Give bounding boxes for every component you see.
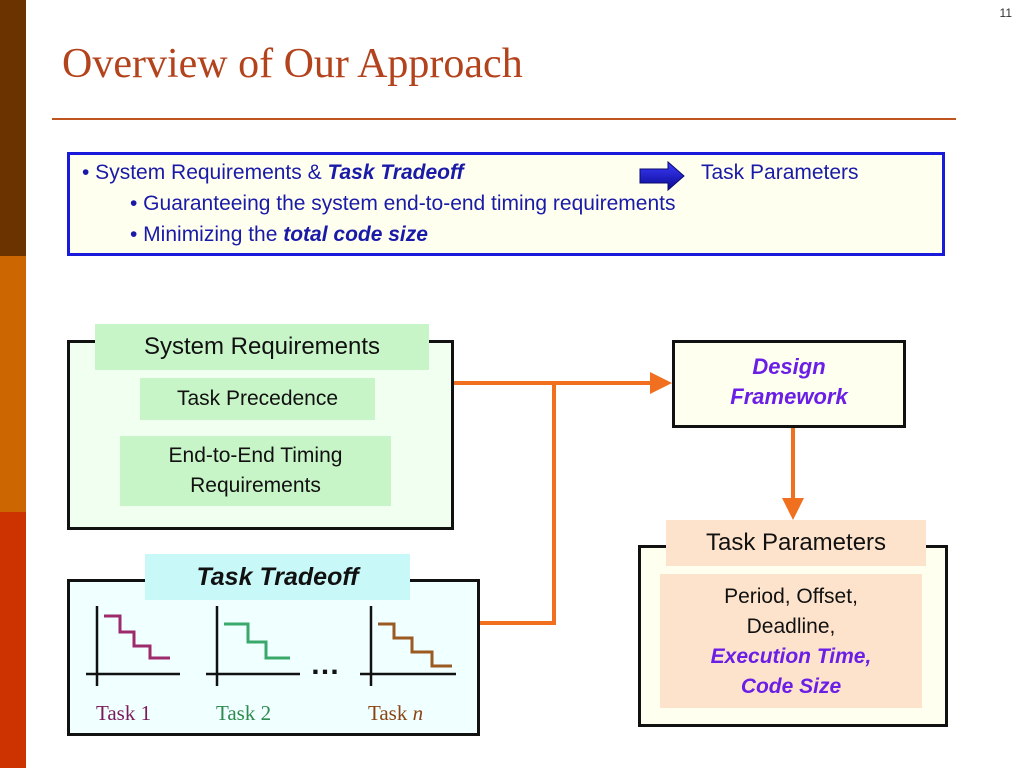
task-parameters-line3: Execution Time, bbox=[710, 645, 872, 668]
task-parameters-line2: Deadline, bbox=[746, 615, 836, 638]
decorative-bar-bottom bbox=[0, 512, 26, 768]
slide-title: Overview of Our Approach bbox=[62, 41, 523, 87]
task-parameters-line4: Code Size bbox=[740, 675, 842, 698]
summary-line-3-prefix: • Minimizing the bbox=[130, 223, 284, 246]
arrowhead-down bbox=[782, 498, 804, 520]
task-tradeoff-header: Task Tradeoff bbox=[145, 554, 410, 600]
task2-label: Task 2 bbox=[216, 701, 272, 725]
end-to-end-timing-item: End-to-End Timing Requirements bbox=[120, 436, 391, 506]
arrowhead-right bbox=[650, 372, 672, 394]
system-requirements-header: System Requirements bbox=[95, 324, 429, 370]
summary-line-2: • Guaranteeing the system end-to-end tim… bbox=[130, 192, 676, 215]
decorative-bar-middle bbox=[0, 256, 26, 512]
task-parameters-line1: Period, Offset, bbox=[724, 585, 858, 608]
end-to-end-timing-line2: Requirements bbox=[190, 474, 321, 497]
end-to-end-timing-line1: End-to-End Timing bbox=[168, 444, 343, 467]
summary-line-1: • System Requirements & Task Tradeoff bbox=[82, 161, 464, 185]
summary-line-3: • Minimizing the total code size bbox=[130, 223, 428, 247]
summary-box bbox=[67, 152, 945, 256]
decorative-bar-top bbox=[0, 0, 26, 256]
taskn-label-variable: n bbox=[412, 701, 424, 725]
task-precedence-item: Task Precedence bbox=[140, 378, 375, 420]
design-framework-line1: Design bbox=[752, 354, 826, 379]
more-tasks-ellipsis: … bbox=[310, 648, 340, 681]
taskn-label-prefix: Task bbox=[368, 701, 413, 725]
design-framework-panel bbox=[672, 340, 906, 428]
design-framework-line2: Framework bbox=[730, 384, 848, 409]
design-framework-label: Design Framework bbox=[672, 352, 906, 412]
slide-number: 11 bbox=[999, 6, 1012, 20]
summary-line-1-suffix: Task Parameters bbox=[701, 161, 859, 184]
summary-line-1-emphasis: Task Tradeoff bbox=[327, 161, 464, 184]
title-divider bbox=[52, 118, 956, 120]
summary-line-3-emphasis: total code size bbox=[283, 223, 428, 246]
taskn-label: Task n bbox=[368, 701, 423, 726]
task1-label: Task 1 bbox=[96, 701, 152, 725]
task-parameters-header: Task Parameters bbox=[666, 520, 926, 566]
summary-line-1-prefix: • System Requirements & bbox=[82, 161, 328, 184]
task-parameters-detail: Period, Offset, Deadline, Execution Time… bbox=[660, 574, 922, 708]
